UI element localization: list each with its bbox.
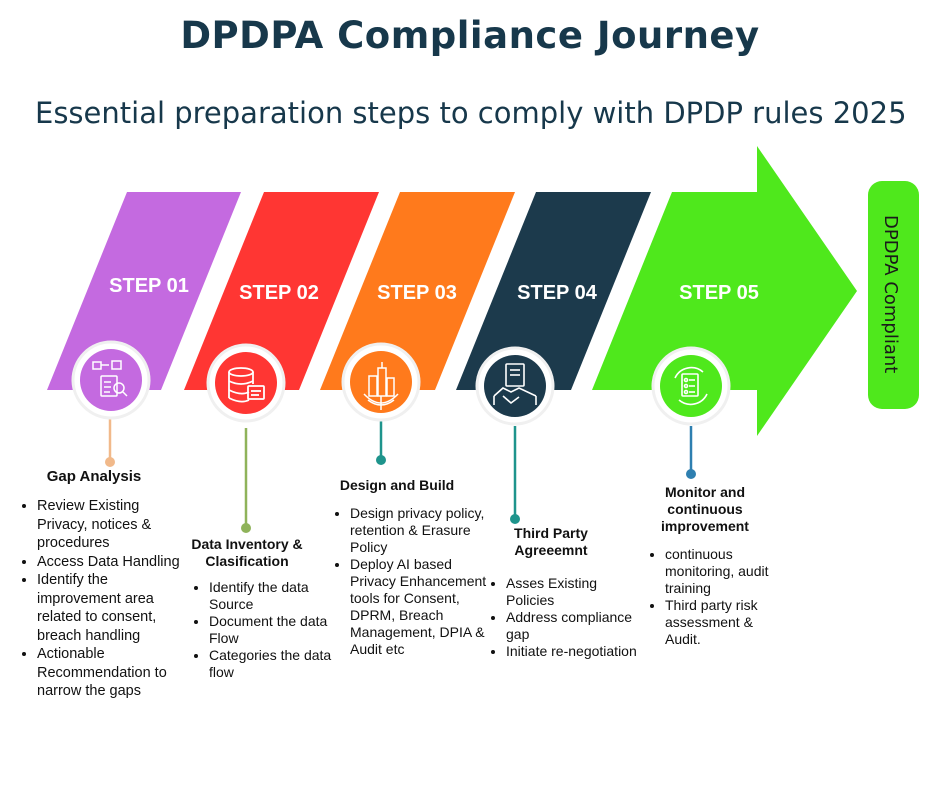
step-03-label: STEP 03	[377, 282, 457, 304]
step-01-bullets: Review Existing Privacy, notices & proce…	[19, 497, 193, 701]
list-item: Initiate re-negotiation	[506, 643, 644, 660]
list-item: Address compliance gap	[506, 609, 644, 643]
step-02-heading: Data Inventory & Clasification	[191, 536, 303, 569]
final-compliant-label: DPDPA Compliant	[880, 215, 901, 373]
step-05-bullets: continuous monitoring, audit training Th…	[647, 546, 791, 648]
monitor-cycle-icon	[674, 366, 708, 406]
page-title: DPDPA Compliance Journey	[180, 14, 760, 57]
step-01-band	[47, 192, 241, 390]
step-03-band	[320, 192, 515, 390]
step-05-label: STEP 05	[679, 282, 759, 304]
checklist-search-icon	[92, 360, 128, 397]
list-item: Categories the data flow	[209, 647, 339, 681]
step-04-label: STEP 04	[517, 282, 598, 304]
connector-1	[105, 416, 115, 467]
step-05-heading: Monitor and continuous improvement	[661, 484, 749, 534]
list-item: continuous monitoring, audit training	[665, 546, 791, 597]
step-03-icon-badge	[341, 342, 421, 422]
list-item: Review Existing Privacy, notices & proce…	[37, 497, 193, 553]
connector-2	[241, 428, 251, 533]
page-subtitle: Essential preparation steps to comply wi…	[35, 96, 907, 130]
list-item: Deploy AI based Privacy Enhancement tool…	[350, 556, 492, 658]
step-03-heading: Design and Build	[339, 477, 455, 493]
step-03-bullets: Design privacy policy, retention & Erasu…	[332, 505, 492, 658]
step-04-heading: Third Party Agreeemnt	[514, 525, 588, 558]
list-item: Access Data Handling	[37, 553, 193, 572]
handshake-contract-icon	[493, 363, 537, 405]
step-02-band	[184, 192, 379, 390]
step-05-arrow	[592, 146, 857, 436]
connector-5	[686, 426, 696, 479]
list-item: Identify the improvement area related to…	[37, 571, 193, 645]
step-04-icon-badge	[475, 346, 555, 426]
database-icon	[228, 367, 265, 403]
step-01-label: STEP 01	[109, 275, 189, 297]
list-item: Identify the data Source	[209, 579, 339, 613]
step-04-band	[456, 192, 651, 390]
city-globe-icon	[363, 362, 399, 410]
step-01-icon-badge	[71, 340, 151, 420]
step-05-icon-badge	[651, 346, 731, 426]
list-item: Actionable Recommendation to narrow the …	[37, 645, 193, 701]
step-04-bullets: Asses Existing Policies Address complian…	[488, 575, 644, 660]
list-item: Asses Existing Policies	[506, 575, 644, 609]
step-02-label: STEP 02	[239, 282, 319, 304]
connector-4	[510, 426, 520, 524]
list-item: Document the data Flow	[209, 613, 339, 647]
step-01-heading: Gap Analysis	[46, 468, 142, 485]
list-item: Design privacy policy, retention & Erasu…	[350, 505, 492, 556]
step-02-bullets: Identify the data Source Document the da…	[191, 579, 339, 681]
connector-3	[376, 420, 386, 465]
final-compliant-pill: DPDPA Compliant	[868, 181, 919, 409]
step-02-icon-badge	[206, 343, 286, 423]
list-item: Third party risk assessment & Audit.	[665, 597, 791, 648]
